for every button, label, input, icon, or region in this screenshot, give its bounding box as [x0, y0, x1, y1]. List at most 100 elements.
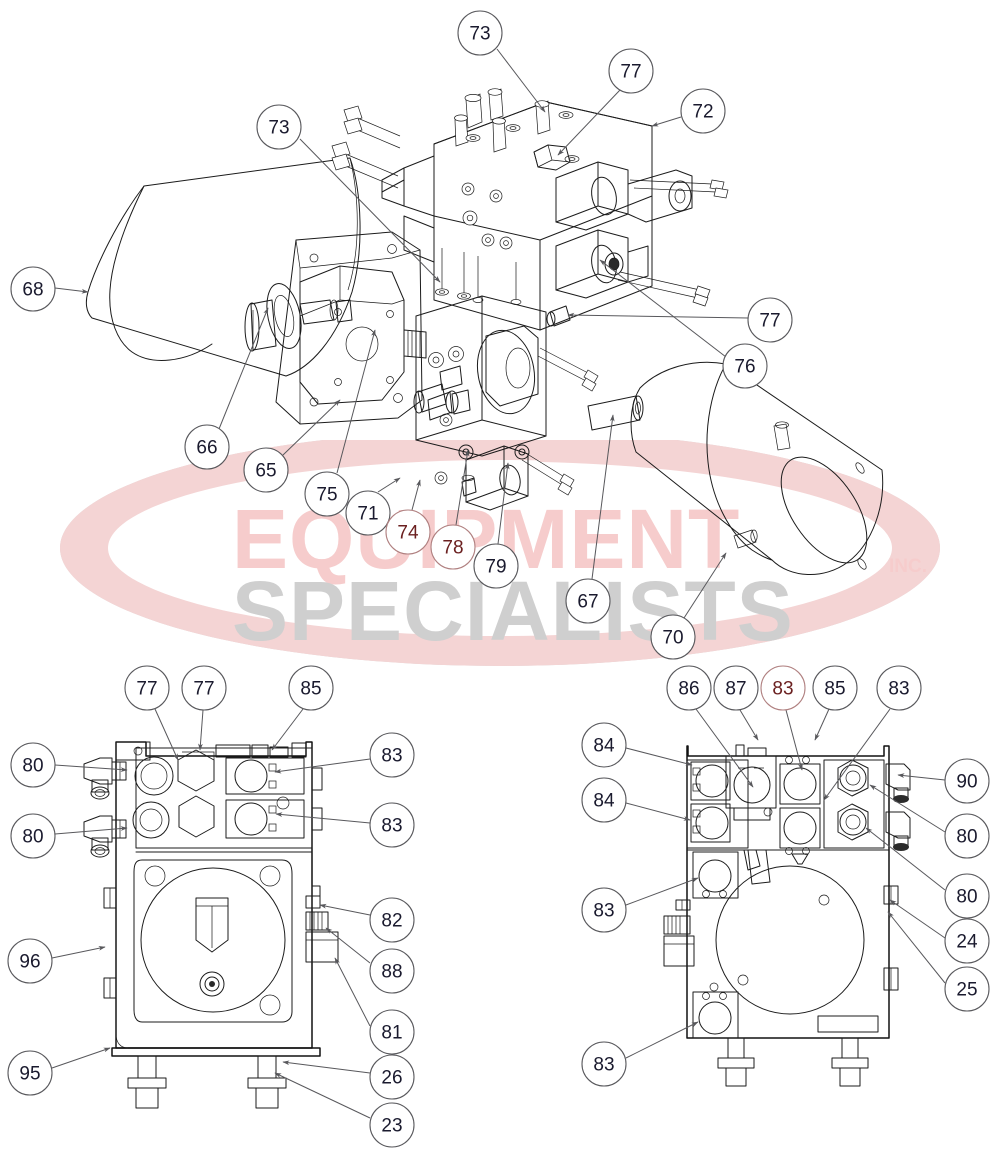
callout-76[interactable]: 76: [599, 259, 768, 389]
callout-leader: [274, 758, 371, 774]
callout-95[interactable]: 95: [7, 1047, 111, 1096]
callout-circle[interactable]: [666, 665, 712, 711]
callout-84[interactable]: 84: [581, 722, 693, 768]
callout-leader: [411, 479, 421, 511]
callout-circle[interactable]: [680, 88, 726, 134]
callout-83[interactable]: 83: [274, 732, 415, 778]
callout-circle[interactable]: [581, 887, 627, 933]
callout-circle[interactable]: [369, 732, 415, 778]
callout-77[interactable]: 77: [124, 665, 179, 761]
callout-leader: [275, 812, 371, 824]
callout-circle[interactable]: [581, 722, 627, 768]
callout-circle[interactable]: [944, 873, 990, 919]
callout-circle[interactable]: [369, 1102, 415, 1148]
callout-circle[interactable]: [243, 447, 289, 493]
callout-circle[interactable]: [369, 802, 415, 848]
callout-leader: [785, 709, 803, 771]
callout-circle[interactable]: [256, 104, 302, 150]
part-solenoid-coils: [521, 161, 729, 496]
callout-leader: [814, 708, 830, 741]
callout-72[interactable]: 72: [651, 88, 726, 134]
view-front-elevation: [83, 741, 339, 1109]
callout-85[interactable]: 85: [271, 665, 334, 751]
callout-circle[interactable]: [385, 509, 431, 555]
view-exploded-assembly: [85, 88, 884, 575]
callout-circle[interactable]: [7, 1050, 53, 1096]
callout-circle[interactable]: [944, 918, 990, 964]
callout-leader: [54, 764, 128, 772]
callout-circle[interactable]: [944, 813, 990, 859]
callout-84[interactable]: 84: [581, 777, 691, 823]
callout-circle[interactable]: [124, 665, 170, 711]
callout-leader: [695, 708, 754, 788]
callout-circle[interactable]: [184, 424, 230, 470]
callout-77[interactable]: 77: [567, 297, 793, 343]
callout-circle[interactable]: [345, 490, 391, 536]
callout-circle[interactable]: [650, 614, 696, 660]
callout-circle[interactable]: [10, 266, 56, 312]
callout-80[interactable]: 80: [10, 813, 128, 859]
callout-77[interactable]: 77: [181, 665, 227, 751]
callout-circle[interactable]: [369, 897, 415, 943]
part-motor-left: [85, 157, 361, 377]
callout-87[interactable]: 87: [713, 665, 759, 741]
callout-leader: [683, 552, 727, 619]
callout-circle[interactable]: [944, 758, 990, 804]
callout-leader: [651, 116, 682, 127]
callout-83[interactable]: 83: [275, 802, 415, 848]
callout-circle[interactable]: [369, 1009, 415, 1055]
callout-82[interactable]: 82: [319, 897, 415, 943]
part-reservoir-cover: [413, 295, 571, 511]
callout-leader: [54, 287, 89, 294]
callout-circle[interactable]: [304, 471, 350, 517]
callout-circle[interactable]: [430, 524, 476, 570]
callout-circle[interactable]: [747, 297, 793, 343]
callout-leader: [325, 927, 371, 964]
callout-leader: [823, 708, 891, 801]
callout-circle[interactable]: [876, 665, 922, 711]
callout-circle[interactable]: [10, 742, 56, 788]
callout-83[interactable]: 83: [581, 877, 699, 933]
callout-68[interactable]: 68: [10, 266, 89, 312]
callout-circle[interactable]: [369, 948, 415, 994]
callout-circle[interactable]: [944, 966, 990, 1012]
callout-circle[interactable]: [581, 1041, 627, 1087]
callout-circle[interactable]: [608, 48, 654, 94]
callout-circle[interactable]: [760, 665, 806, 711]
callout-85[interactable]: 85: [812, 665, 858, 741]
callout-circle[interactable]: [10, 813, 56, 859]
callout-leader: [218, 307, 269, 430]
callout-90[interactable]: 90: [897, 758, 990, 804]
callout-80[interactable]: 80: [10, 742, 128, 788]
callout-26[interactable]: 26: [282, 1054, 415, 1100]
callout-leader: [897, 773, 946, 781]
callout-circle[interactable]: [473, 543, 519, 589]
callout-circle[interactable]: [565, 578, 611, 624]
callout-leader: [887, 911, 946, 984]
callout-leader: [599, 259, 727, 358]
callout-leader: [625, 747, 693, 766]
view-rear-elevation: [663, 744, 911, 1087]
callout-circle[interactable]: [181, 665, 227, 711]
callout-circle[interactable]: [288, 665, 334, 711]
callout-circle[interactable]: [581, 777, 627, 823]
callout-circle[interactable]: [369, 1054, 415, 1100]
callout-leader: [154, 708, 179, 761]
callout-leader: [869, 784, 946, 833]
callout-circle[interactable]: [457, 10, 503, 56]
callout-leader: [739, 709, 759, 741]
callout-leader: [299, 138, 441, 283]
callout-circle[interactable]: [713, 665, 759, 711]
callout-leader: [377, 477, 401, 493]
callout-circle[interactable]: [722, 343, 768, 389]
callout-leader: [889, 899, 946, 939]
callout-83[interactable]: 83: [581, 1021, 699, 1087]
callout-66[interactable]: 66: [184, 307, 269, 470]
callout-77[interactable]: 77: [557, 48, 654, 156]
callout-96[interactable]: 96: [7, 938, 106, 984]
callout-83[interactable]: 83: [760, 665, 806, 771]
callout-leader: [496, 48, 546, 113]
callout-circle[interactable]: [7, 938, 53, 984]
callout-circle[interactable]: [812, 665, 858, 711]
